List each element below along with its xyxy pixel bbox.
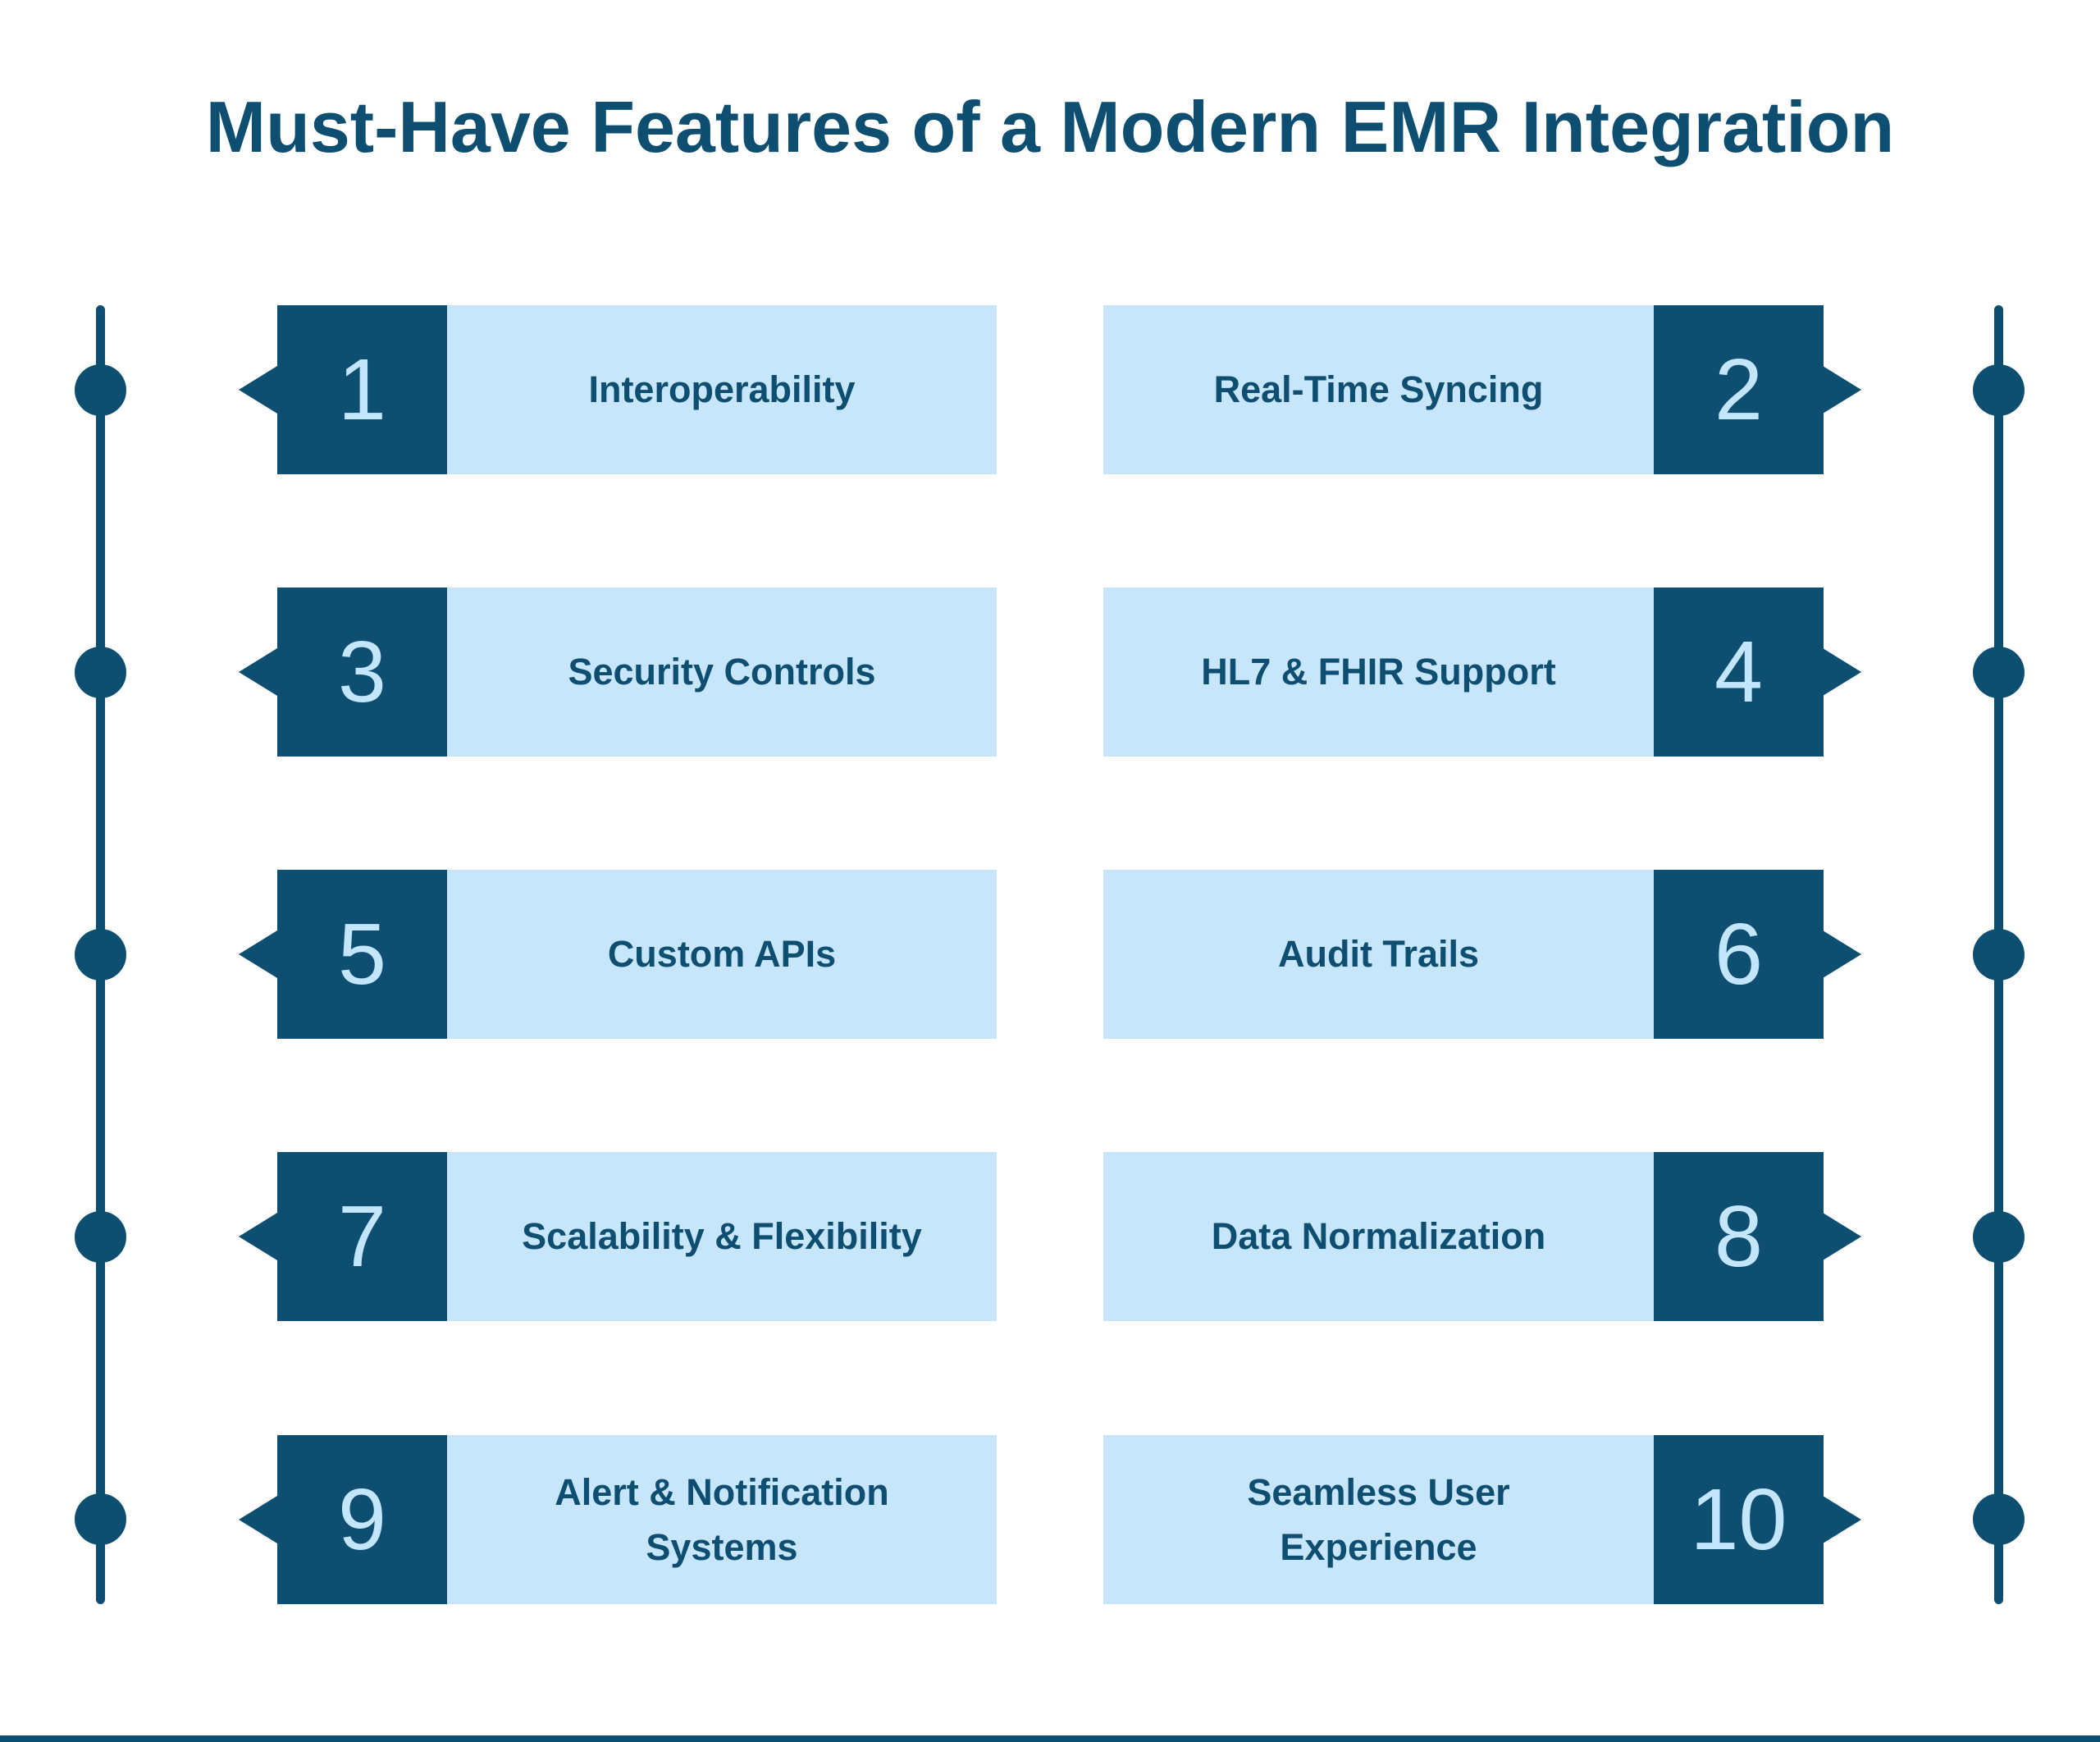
page-title: Must-Have Features of a Modern EMR Integ… [205,86,1895,167]
label-box: Security Controls [447,588,997,757]
label-box: Data Normalization [1103,1152,1654,1321]
feature-number: 9 [338,1471,386,1568]
feature-row: 3 Security Controls HL7 & FHIR Support 4 [0,588,2100,757]
timeline-dot [1973,1211,2025,1263]
arrow-left-icon [239,366,277,414]
timeline-dot [1973,1493,2025,1545]
arrow-left-icon [239,648,277,696]
feature-label: Data Normalization [1211,1215,1546,1258]
timeline-dot [75,647,126,698]
feature-label: Scalability & Flexibility [522,1215,922,1258]
arrow-right-icon [1823,1213,1861,1260]
number-box: 10 [1654,1435,1824,1604]
feature-row: 7 Scalability & Flexibility Data Normali… [0,1152,2100,1321]
bottom-accent-bar [0,1735,2100,1742]
feature-label: HL7 & FHIR Support [1201,651,1556,693]
arrow-left-icon [239,1213,277,1260]
feature-number: 7 [338,1188,386,1285]
timeline-dot [75,929,126,981]
feature-number: 5 [338,906,386,1003]
feature-number: 1 [338,341,386,438]
feature-label: Real-Time Syncing [1213,368,1544,411]
label-box: Interoperability [447,305,997,474]
feature-label: Custom APIs [607,933,837,976]
feature-number: 3 [338,624,386,720]
label-box: HL7 & FHIR Support [1103,588,1654,757]
feature-row: 1 Interoperability Real-Time Syncing 2 [0,305,2100,474]
arrow-left-icon [239,1496,277,1543]
number-box: 1 [277,305,447,474]
number-box: 3 [277,588,447,757]
number-box: 8 [1654,1152,1824,1321]
number-box: 4 [1654,588,1824,757]
feature-number: 2 [1714,341,1763,438]
timeline-dot [1973,647,2025,698]
number-box: 2 [1654,305,1824,474]
number-box: 9 [277,1435,447,1604]
label-box: Custom APIs [447,870,997,1039]
label-box: Seamless User Experience [1103,1435,1654,1604]
timeline-dot [75,1211,126,1263]
feature-number: 6 [1714,906,1763,1003]
feature-number: 4 [1714,624,1763,720]
timeline-dot [1973,929,2025,981]
label-box: Audit Trails [1103,870,1654,1039]
timeline-dot [75,1493,126,1545]
arrow-right-icon [1823,648,1861,696]
feature-row: 9 Alert & Notification Systems Seamless … [0,1435,2100,1604]
arrow-right-icon [1823,1496,1861,1543]
feature-label: Audit Trails [1277,933,1480,976]
arrow-right-icon [1823,930,1861,978]
label-box: Alert & Notification Systems [447,1435,997,1604]
feature-row: 5 Custom APIs Audit Trails 6 [0,870,2100,1039]
arrow-left-icon [239,930,277,978]
timeline-dot [1973,364,2025,416]
feature-label: Security Controls [568,651,876,693]
arrow-right-icon [1823,366,1861,414]
number-box: 6 [1654,870,1824,1039]
feature-label: Alert & Notification Systems [555,1470,889,1569]
number-box: 5 [277,870,447,1039]
label-box: Real-Time Syncing [1103,305,1654,474]
timeline-dot [75,364,126,416]
feature-number: 10 [1690,1471,1787,1568]
feature-label: Interoperability [588,368,856,411]
feature-label: Seamless User Experience [1247,1470,1510,1569]
label-box: Scalability & Flexibility [447,1152,997,1321]
number-box: 7 [277,1152,447,1321]
feature-number: 8 [1714,1188,1763,1285]
